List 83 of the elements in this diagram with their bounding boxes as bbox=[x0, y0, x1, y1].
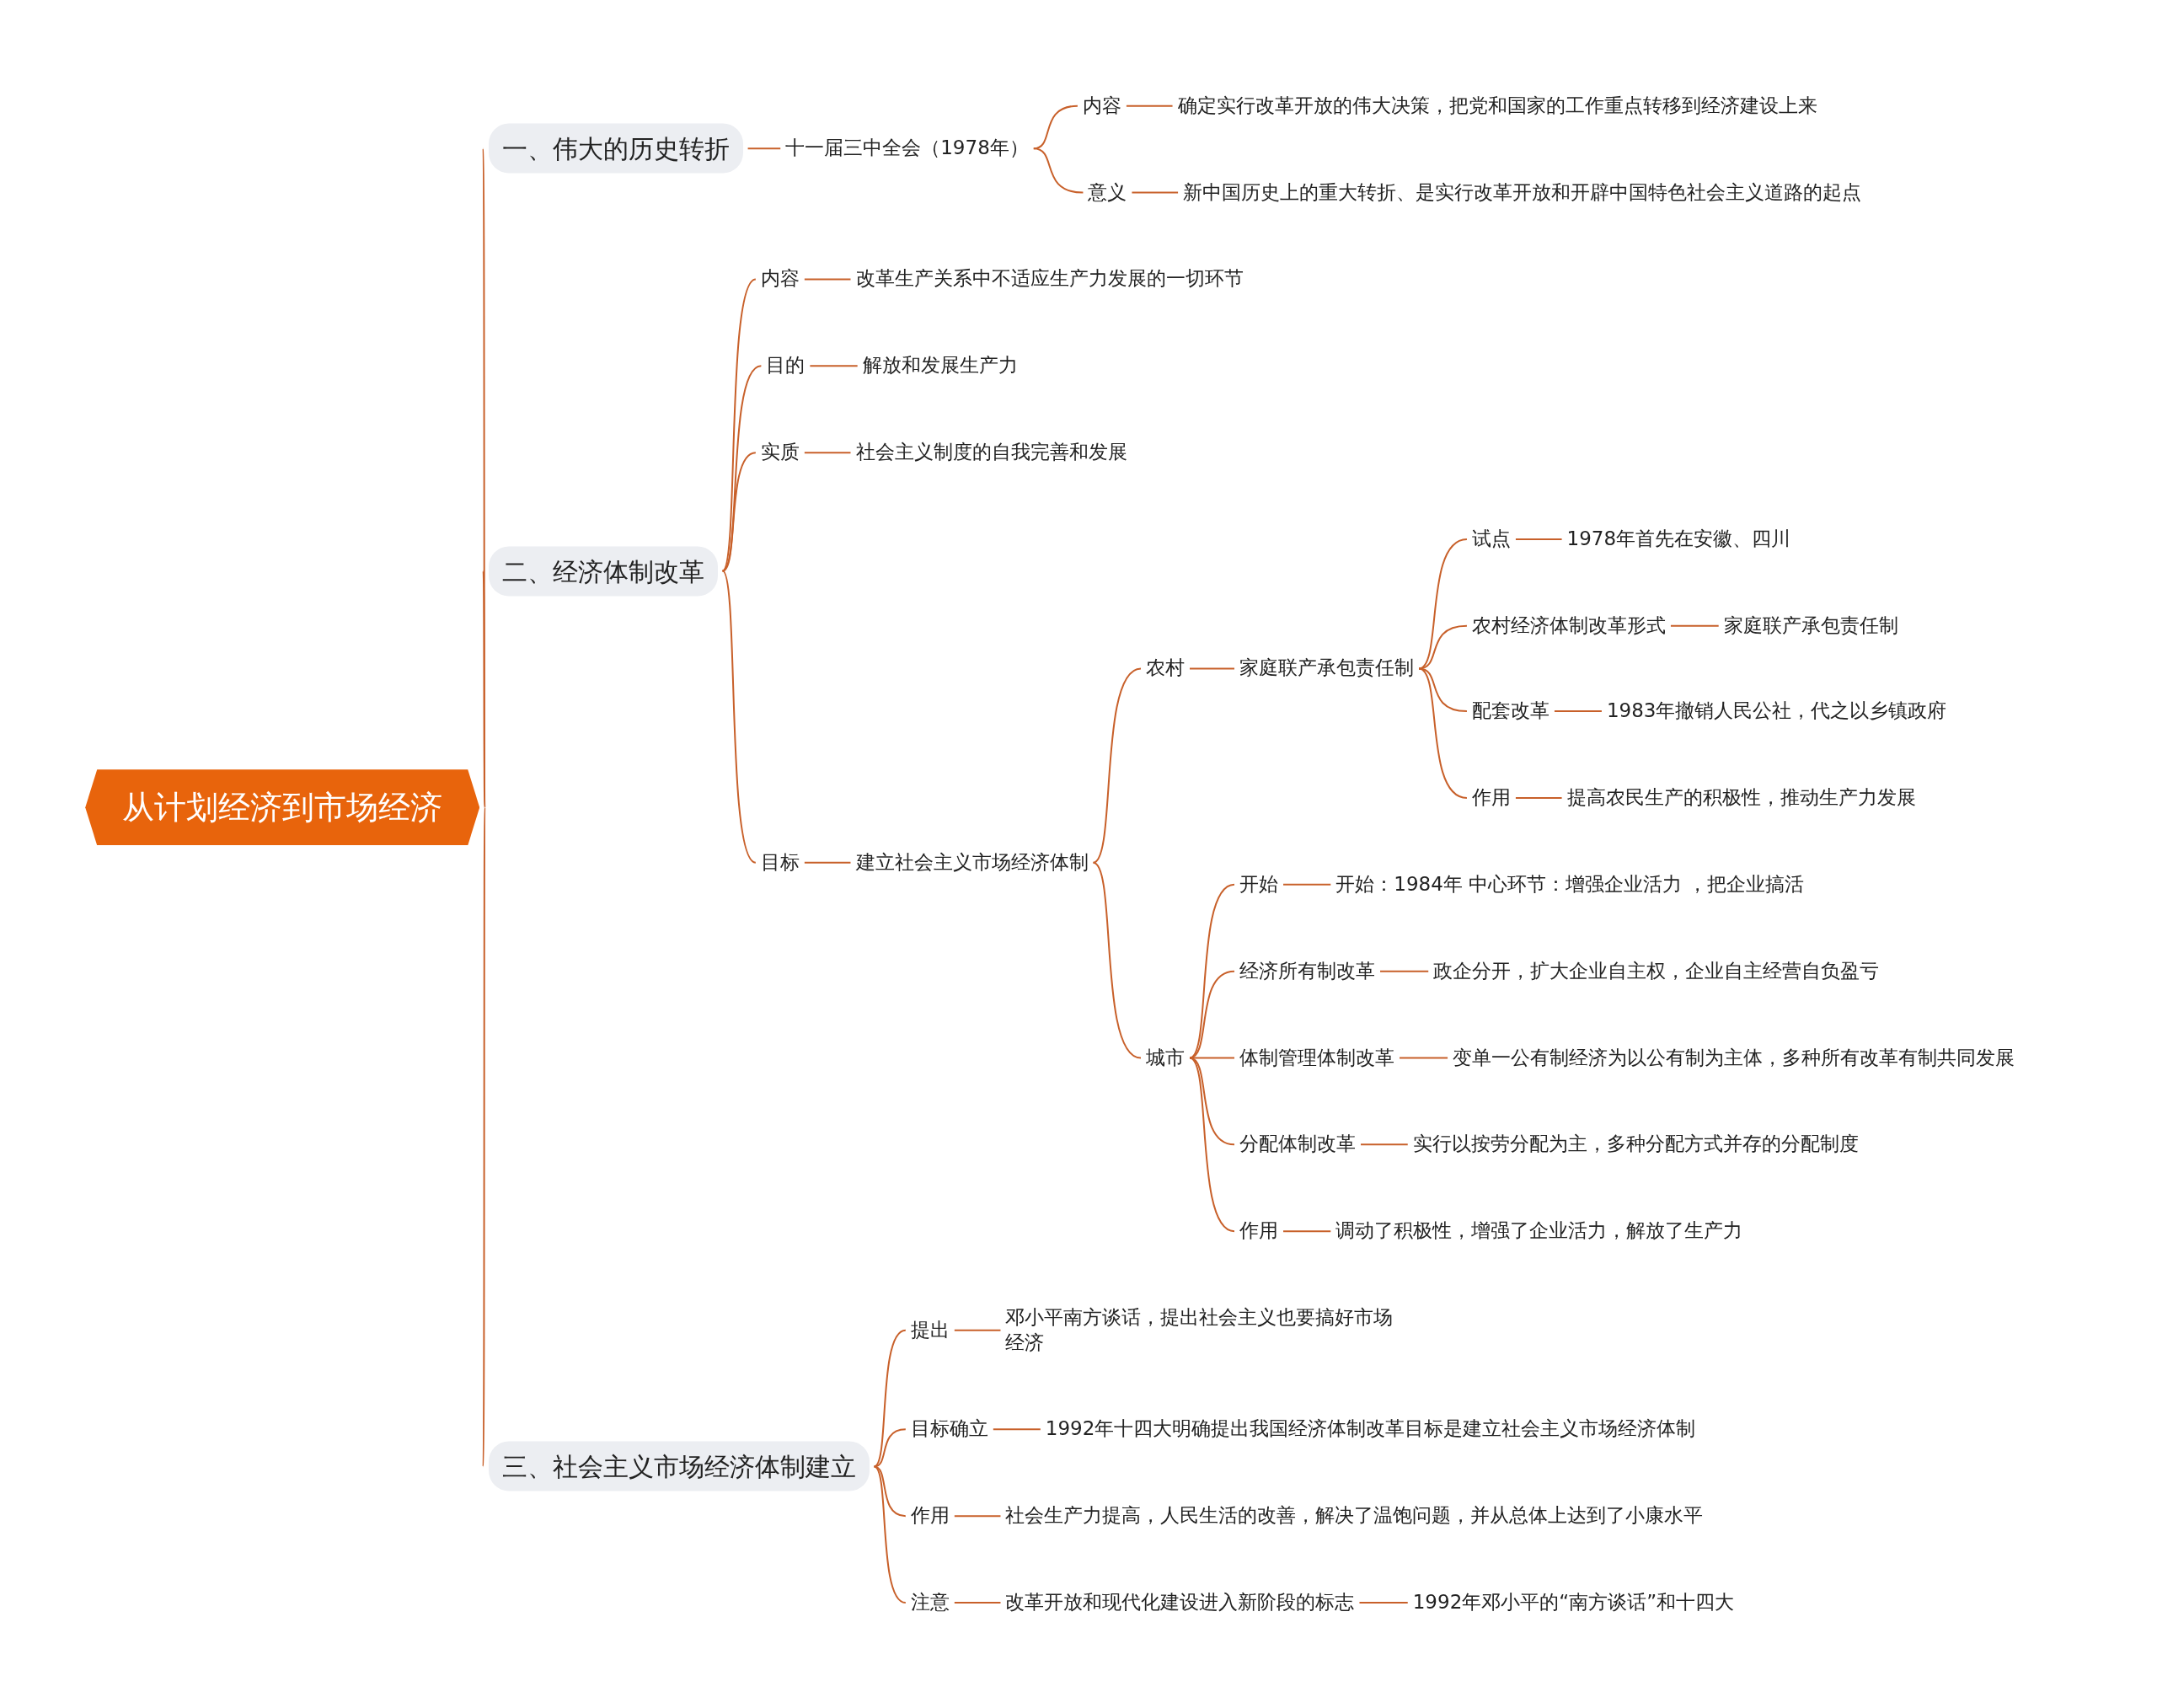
connector-line bbox=[1189, 1057, 1235, 1233]
branch-box: 三、社会主义市场经济体制建立 bbox=[488, 1441, 870, 1491]
connector-line bbox=[482, 570, 486, 809]
topic-label: 内容 bbox=[1082, 93, 1121, 119]
topic-label: 内容 bbox=[760, 266, 800, 292]
connector-line bbox=[1131, 191, 1180, 194]
topic-label: 解放和发展生产力 bbox=[862, 353, 1018, 379]
topic-label: 1983年撤销人民公社，代之以乡镇政府 bbox=[1606, 699, 1947, 724]
topic-label: 提出 bbox=[910, 1317, 950, 1343]
connector-line bbox=[482, 806, 486, 1468]
topic-label: 开始 bbox=[1239, 871, 1278, 897]
connector-line bbox=[1418, 667, 1468, 799]
topic-label: 作用 bbox=[1239, 1218, 1278, 1245]
connector-line bbox=[809, 365, 859, 367]
topic-label: 分配体制改革 bbox=[1239, 1132, 1356, 1158]
connector-line bbox=[1379, 970, 1430, 972]
branch-box: 一、伟大的历史转折 bbox=[488, 123, 743, 174]
connector-line bbox=[1358, 1602, 1409, 1604]
connector-line bbox=[803, 861, 852, 864]
connector-line bbox=[721, 452, 757, 572]
topic-label: 改革生产关系中不适应生产力发展的一切环节 bbox=[855, 266, 1244, 292]
topic-label: 邓小平南方谈话，提出社会主义也要搞好市场经济 bbox=[1005, 1304, 1405, 1356]
connector-line bbox=[803, 278, 852, 281]
topic-label: 意义 bbox=[1088, 179, 1127, 206]
connector-line bbox=[721, 278, 757, 572]
connector-line bbox=[1092, 667, 1142, 864]
connector-line bbox=[803, 452, 852, 454]
topic-label: 试点 bbox=[1471, 527, 1511, 552]
connector-line bbox=[953, 1602, 1002, 1604]
connector-line bbox=[1125, 104, 1174, 107]
topic-label: 1978年首先在安徽、四川 bbox=[1566, 527, 1791, 552]
connector-line bbox=[953, 1515, 1002, 1518]
topic-label: 作用 bbox=[1471, 785, 1511, 811]
topic-label: 农村 bbox=[1146, 656, 1185, 682]
connector-line bbox=[1282, 883, 1332, 886]
connector-line bbox=[1189, 667, 1235, 670]
topic-label: 1992年十四大明确提出我国经济体制改革目标是建立社会主义市场经济体制 bbox=[1045, 1416, 1696, 1443]
branch-box: 二、经济体制改革 bbox=[488, 546, 718, 597]
topic-label: 目的 bbox=[766, 353, 806, 379]
topic-label: 目标 bbox=[760, 849, 800, 875]
connector-line bbox=[953, 1329, 1002, 1331]
topic-label: 变单一公有制经济为以公有制为主体，多种所有改革有制共同发展 bbox=[1453, 1045, 2015, 1071]
connector-line bbox=[992, 1428, 1041, 1431]
connector-line bbox=[1282, 1230, 1332, 1233]
topic-label: 政企分开，扩大企业自主权，企业自主经营自负盈亏 bbox=[1433, 958, 1880, 984]
topic-label: 确定实行改革开放的伟大决策，把党和国家的工作重点转移到经济建设上来 bbox=[1177, 93, 1817, 119]
topic-label: 目标确立 bbox=[910, 1416, 988, 1443]
topic-label: 城市 bbox=[1146, 1045, 1185, 1071]
connector-line bbox=[1399, 1057, 1449, 1059]
topic-label: 注意 bbox=[910, 1590, 950, 1615]
topic-label: 配套改革 bbox=[1471, 699, 1550, 724]
connector-line bbox=[1514, 796, 1563, 799]
topic-label: 实质 bbox=[760, 440, 800, 466]
connector-line bbox=[1360, 1143, 1409, 1146]
connector-line bbox=[1553, 710, 1603, 713]
topic-label: 经济所有制改革 bbox=[1239, 958, 1375, 984]
topic-label: 家庭联产承包责任制 bbox=[1239, 656, 1414, 682]
connector-line bbox=[1032, 147, 1084, 194]
topic-label: 实行以按劳分配为主，多种分配方式并存的分配制度 bbox=[1412, 1132, 1859, 1158]
topic-label: 社会主义制度的自我完善和发展 bbox=[855, 440, 1127, 466]
topic-label: 提高农民生产的积极性，推动生产力发展 bbox=[1566, 785, 1916, 811]
topic-label: 新中国历史上的重大转折、是实行改革开放和开辟中国特色社会主义道路的起点 bbox=[1183, 179, 1862, 206]
topic-label: 十一届三中全会（1978年） bbox=[785, 136, 1029, 162]
topic-label: 1992年邓小平的“南方谈话”和十四大 bbox=[1412, 1590, 1735, 1615]
connector-line bbox=[1514, 538, 1563, 540]
connector-line bbox=[873, 1329, 907, 1468]
topic-label: 开始：1984年 中心环节：增强企业活力 ，把企业搞活 bbox=[1335, 871, 1805, 897]
topic-label: 体制管理体制改革 bbox=[1239, 1045, 1394, 1071]
connector-line bbox=[721, 570, 757, 864]
connector-line bbox=[1669, 624, 1720, 627]
topic-label: 农村经济体制改革形式 bbox=[1471, 613, 1666, 639]
topic-label: 家庭联产承包责任制 bbox=[1723, 613, 1898, 639]
connector-line bbox=[1418, 624, 1468, 670]
topic-label: 改革开放和现代化建设进入新阶段的标志 bbox=[1005, 1590, 1355, 1615]
topic-label: 调动了积极性，增强了企业活力，解放了生产力 bbox=[1335, 1218, 1743, 1245]
connector-line bbox=[873, 1465, 907, 1604]
topic-label: 建立社会主义市场经济体制 bbox=[855, 849, 1089, 875]
connector-line bbox=[747, 147, 782, 150]
connector-line bbox=[873, 1428, 907, 1468]
connector-line bbox=[1092, 861, 1142, 1059]
topic-label: 作用 bbox=[910, 1503, 950, 1529]
topic-label: 社会生产力提高，人民生活的改善，解决了温饱问题，并从总体上达到了小康水平 bbox=[1005, 1503, 1704, 1529]
connector-line bbox=[1189, 970, 1235, 1059]
